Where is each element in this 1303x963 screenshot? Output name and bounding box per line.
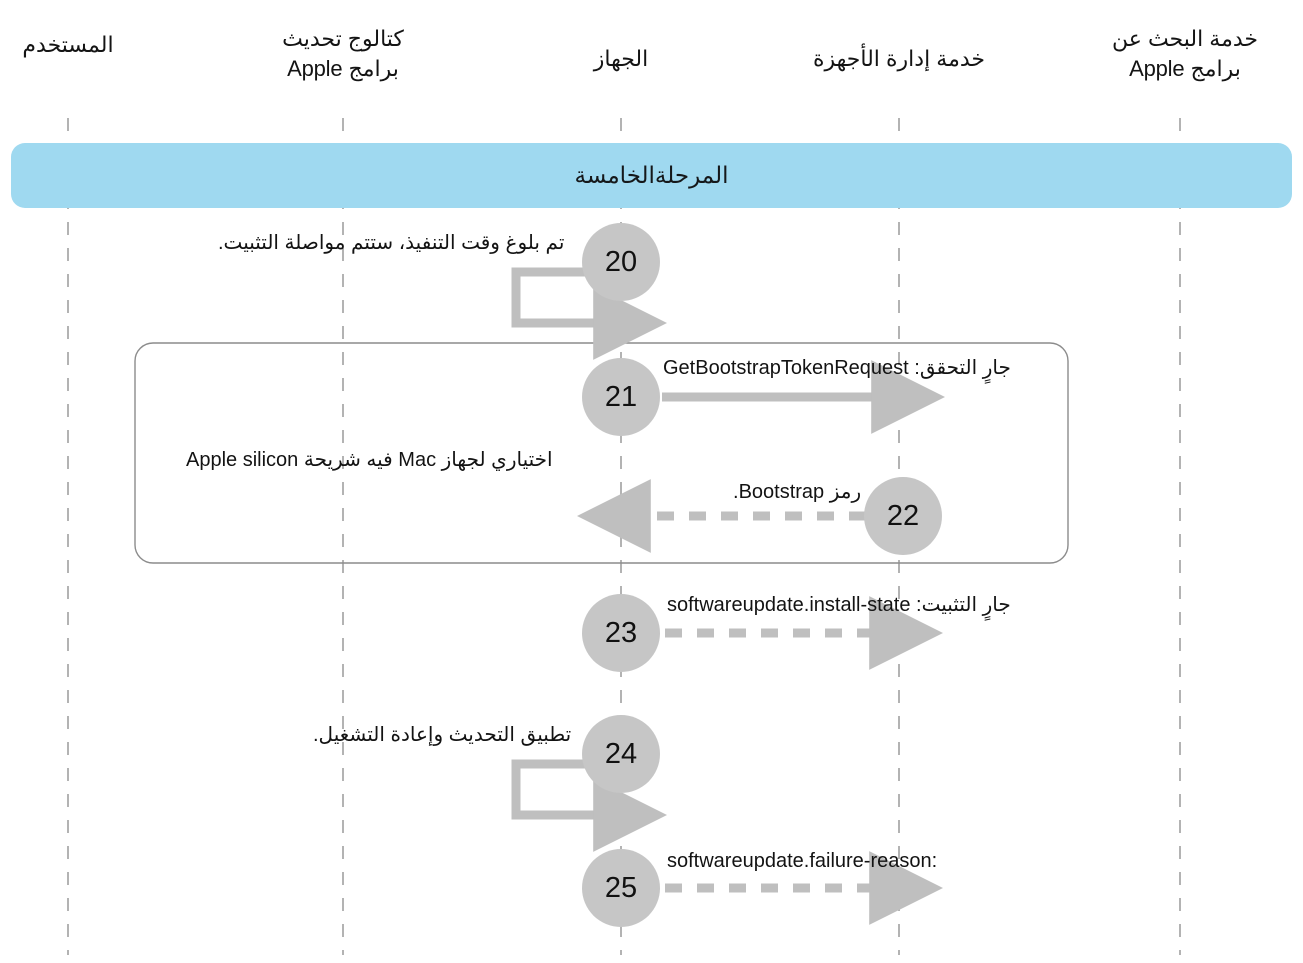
lifeline-header-mdm: خدمة إدارة الأجهزة <box>812 46 986 71</box>
step-20-label: تم بلوغ وقت التنفيذ، ستتم مواصلة التثبيت… <box>218 232 565 254</box>
phase-banner-label: المرحلةالخامسة <box>574 162 729 188</box>
phase-banner: المرحلةالخامسة <box>11 143 1292 208</box>
step-25-label: softwareupdate.failure-reason: <box>667 850 938 872</box>
step-21-bubble: 21 <box>582 358 660 436</box>
opt-fragment-label: اختياري لجهاز Mac فيه شريحة Apple silico… <box>186 449 553 471</box>
step-20-bubble: 20 <box>582 223 660 301</box>
step-23-bubble: 23 <box>582 594 660 672</box>
step-22-label: رمز Bootstrap. <box>733 481 862 503</box>
step-24-label: تطبيق التحديث وإعادة التشغيل. <box>313 724 572 746</box>
step-25-bubble: 25 <box>582 849 660 927</box>
step-24-bubble: 24 <box>582 715 660 793</box>
step-22-bubble: 22 <box>864 477 942 555</box>
lifeline-header-device: الجهاز <box>593 46 649 71</box>
step-21-label: جارٍ التحقق: GetBootstrapTokenRequest <box>663 357 1011 379</box>
step-23-label: softwareupdate.install-state :جارٍ التثب… <box>667 594 1011 616</box>
lifeline-header-lookup: خدمة البحث عن برامج Apple <box>1111 26 1259 82</box>
lifeline-header-user: المستخدم <box>22 32 114 57</box>
lifeline-header-catalog: كتالوج تحديث برامج Apple <box>282 26 404 82</box>
step-24-self-loop-arrow <box>511 759 667 852</box>
step-20-self-loop-arrow <box>511 267 667 360</box>
